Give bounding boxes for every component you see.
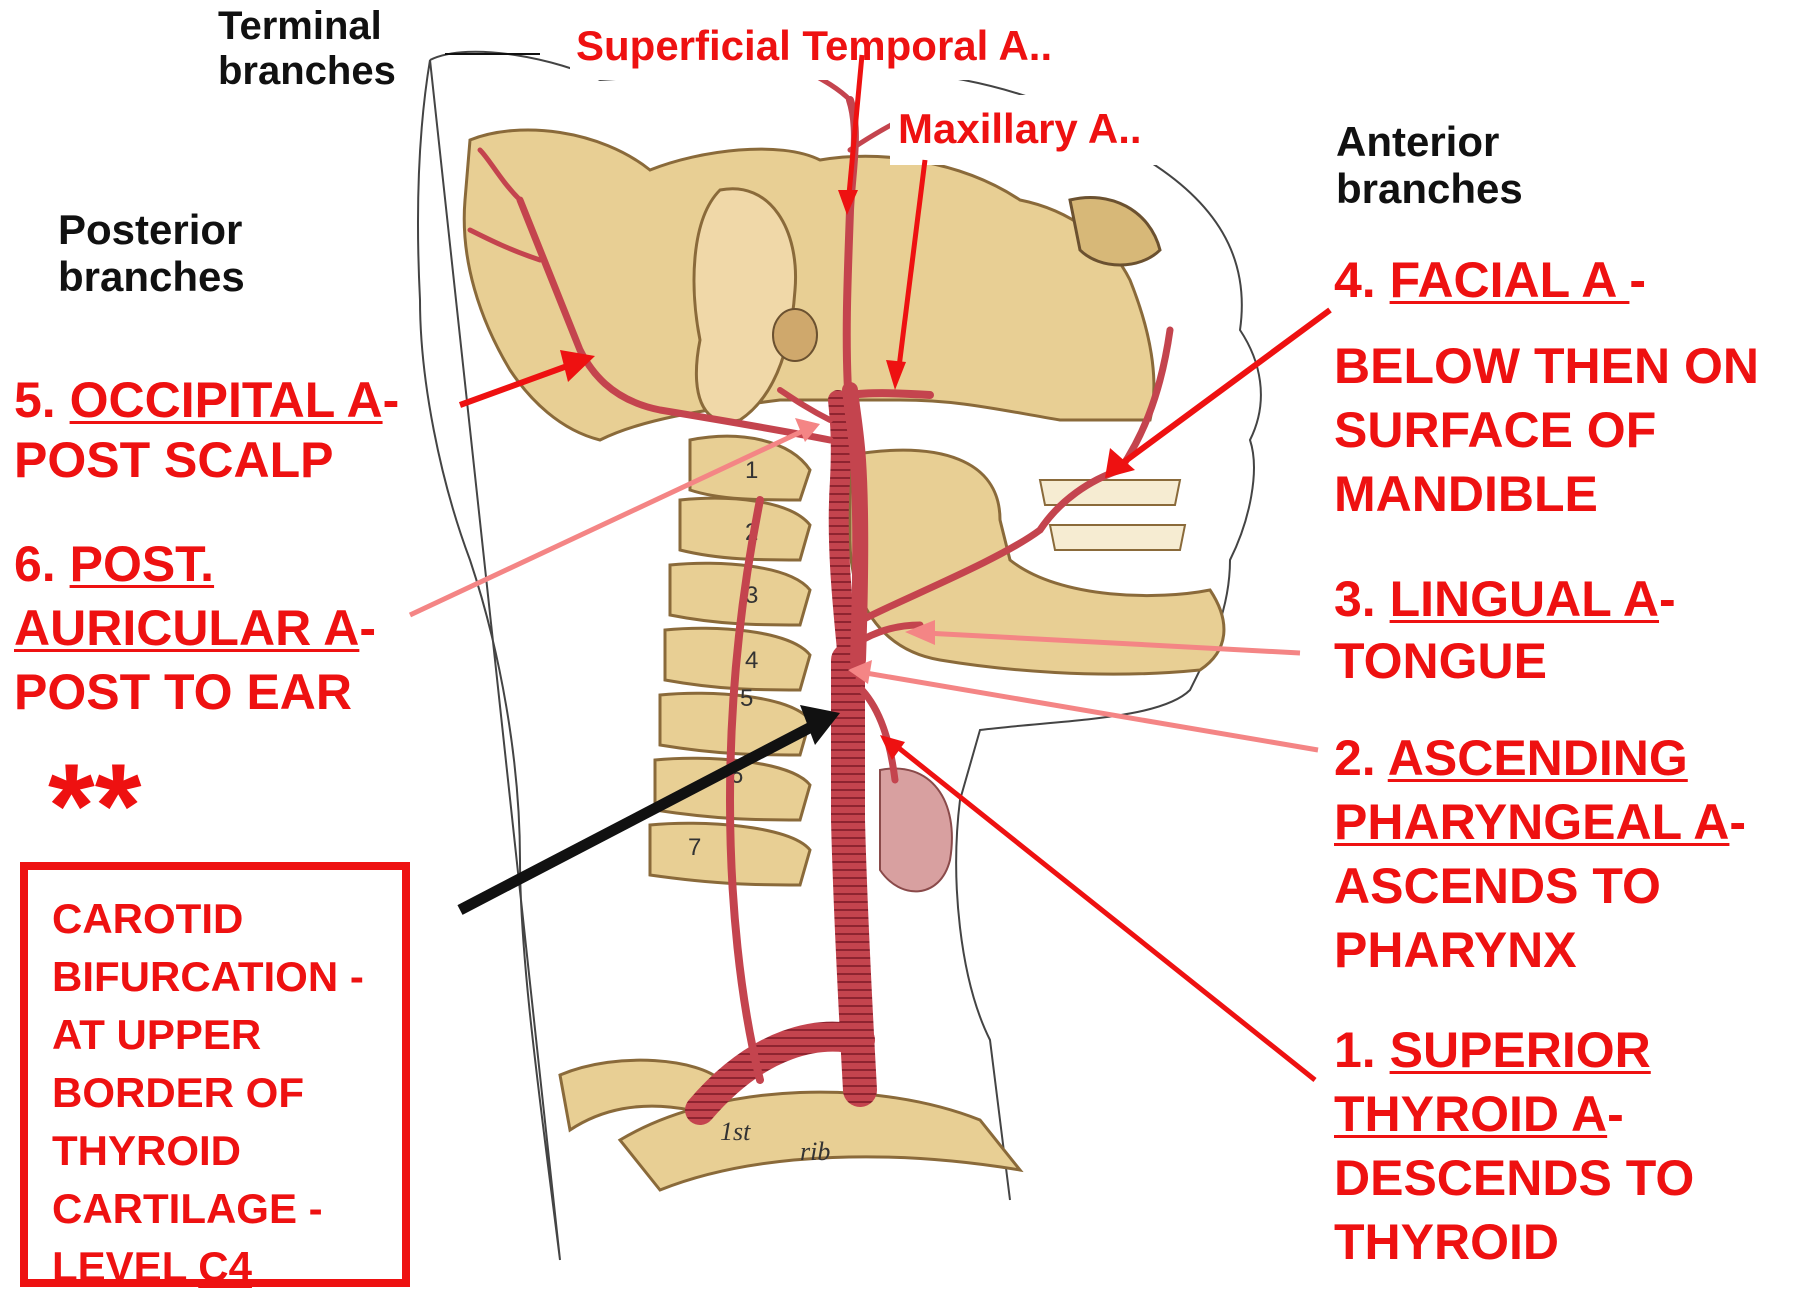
carotid-bifurcation-box: CAROTID BIFURCATION - AT UPPER BORDER OF… — [20, 862, 410, 1287]
occipital-desc: POST SCALP — [14, 430, 399, 490]
teeth — [1040, 480, 1185, 550]
ascph-desc2: PHARYNX — [1334, 918, 1746, 982]
posterior-line1: Posterior — [58, 206, 245, 253]
rib-label-1st: 1st — [720, 1117, 751, 1146]
svg-text:7: 7 — [688, 834, 701, 861]
anterior-branches-label: Anterior branches — [1336, 118, 1523, 212]
carotid-line1: CAROTID — [52, 890, 402, 948]
ascending-pharyngeal-label: 2. ASCENDING PHARYNGEAL A- ASCENDS TO PH… — [1334, 726, 1746, 982]
supthy-title1: 1. SUPERIOR — [1334, 1018, 1694, 1082]
posterior-auricular-label: 6. POST. AURICULAR A- POST TO EAR — [14, 532, 376, 724]
carotid-line5: THYROID — [52, 1122, 402, 1180]
occipital-artery-label: 5. OCCIPITAL A- POST SCALP — [14, 370, 399, 490]
arrow-asc-pharyngeal — [860, 672, 1318, 750]
facial-artery-label: 4. FACIAL A - BELOW THEN ON SURFACE OF M… — [1334, 248, 1759, 526]
svg-text:4: 4 — [745, 647, 758, 674]
ascph-title1: 2. ASCENDING — [1334, 726, 1746, 790]
internal-carotid-artery — [838, 400, 848, 660]
ascending-pharyngeal-artery — [858, 560, 860, 680]
anterior-line1: Anterior — [1336, 118, 1523, 165]
importance-stars: ** — [48, 756, 141, 856]
supthy-desc2: THYROID — [1334, 1210, 1694, 1274]
carotid-line6: CARTILAGE - — [52, 1180, 402, 1238]
orbit — [1070, 197, 1160, 265]
ascph-desc1: ASCENDS TO — [1334, 854, 1746, 918]
maxillary-label: Maxillary A.. — [898, 105, 1142, 152]
terminal-line2: branches — [218, 49, 396, 94]
rib-label-rib: rib — [800, 1137, 830, 1166]
facial-desc1: BELOW THEN ON — [1334, 334, 1759, 398]
carotid-line4: BORDER OF — [52, 1064, 402, 1122]
lingual-title: 3. LINGUAL A- — [1334, 568, 1676, 630]
svg-text:5: 5 — [740, 685, 753, 712]
terminal-line1: Terminal — [218, 4, 396, 49]
thyroid-gland — [880, 768, 952, 891]
superior-thyroid-artery — [862, 690, 895, 780]
lingual-desc: TONGUE — [1334, 630, 1676, 692]
anterior-line2: branches — [1336, 165, 1523, 212]
facial-desc2: SURFACE OF — [1334, 398, 1759, 462]
ear-canal — [773, 309, 817, 361]
lingual-artery-label: 3. LINGUAL A- TONGUE — [1334, 568, 1676, 692]
occipital-title: 5. OCCIPITAL A- — [14, 370, 399, 430]
carotid-line3: AT UPPER — [52, 1006, 402, 1064]
facial-desc3: MANDIBLE — [1334, 462, 1759, 526]
terminal-branches-label: Terminal branches — [218, 4, 396, 94]
posterior-branches-label: Posterior branches — [58, 206, 245, 300]
postaur-title2: AURICULAR A- — [14, 596, 376, 660]
skull — [464, 130, 1154, 440]
postaur-desc: POST TO EAR — [14, 660, 376, 724]
superior-thyroid-label: 1. SUPERIOR THYROID A- DESCENDS TO THYRO… — [1334, 1018, 1694, 1274]
facial-title: 4. FACIAL A - — [1334, 248, 1759, 312]
ascph-title2: PHARYNGEAL A- — [1334, 790, 1746, 854]
carotid-line2: BIFURCATION - — [52, 948, 402, 1006]
postaur-title1: 6. POST. — [14, 532, 376, 596]
svg-text:1: 1 — [745, 457, 758, 484]
posterior-line2: branches — [58, 253, 245, 300]
carotid-line7: LEVEL C4 — [52, 1238, 402, 1296]
superficial-temporal-label: Superficial Temporal A.. — [576, 22, 1052, 69]
maxillary-artery — [850, 393, 930, 395]
supthy-desc1: DESCENDS TO — [1334, 1146, 1694, 1210]
supthy-title2: THYROID A- — [1334, 1082, 1694, 1146]
